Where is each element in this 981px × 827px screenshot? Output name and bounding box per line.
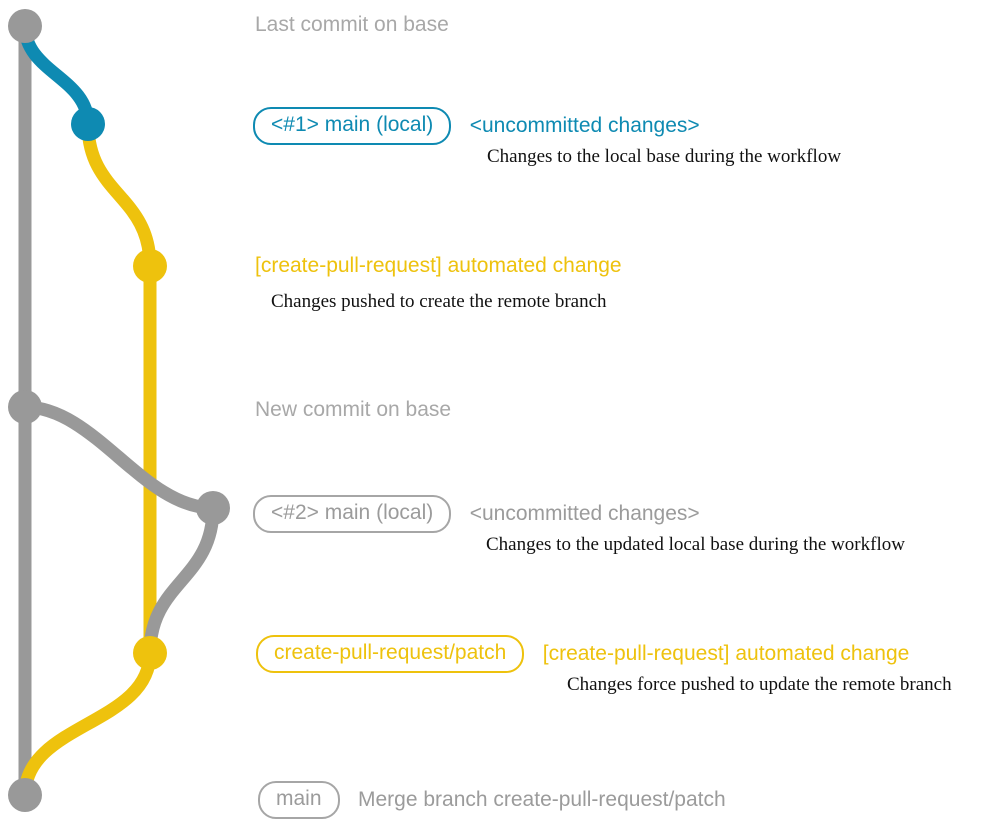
commit-subject-remote-1: [create-pull-request] automated change [255,254,622,277]
commit-subject-base-merge: Merge branch create-pull-request/patch [357,788,726,811]
commit-nodes [8,9,230,812]
commit-note-remote-1: Changes pushed to create the remote bran… [271,291,607,312]
commit-note-local-1: Changes to the local base during the wor… [487,146,842,167]
commit-node-base-merge[interactable] [8,778,42,812]
commit-row-base-last: Last commit on base [255,13,449,37]
commit-node-remote-2[interactable] [133,636,167,670]
edge-remote2-to-merge [18,646,157,802]
commit-row-remote-1: [create-pull-request] automated change [255,254,622,278]
commit-node-local-1[interactable] [71,107,105,141]
commit-subject-remote-2: [create-pull-request] automated change [542,642,910,665]
commit-note-remote-2: Changes force pushed to update the remot… [567,674,952,695]
commit-subject-local-2: <uncommitted changes> [469,502,700,525]
commit-row-local-2: <#2> main (local) <uncommitted changes> [253,495,700,533]
commit-node-base-last[interactable] [8,9,42,43]
commit-row-remote-2: create-pull-request/patch [create-pull-r… [256,635,909,673]
commit-row-base-new: New commit on base [255,398,451,422]
edge-base-to-local1 [18,19,95,131]
commit-row-base-merge: main Merge branch create-pull-request/pa… [258,781,726,819]
ref-badge-local-1[interactable]: <#1> main (local) [253,107,452,145]
ref-badge-local-2[interactable]: <#2> main (local) [253,495,452,533]
commit-node-local-2[interactable] [196,491,230,525]
edge-local2-to-remote2 [143,501,220,660]
commit-subject-base-last: Last commit on base [255,13,449,36]
commit-node-remote-1[interactable] [133,249,167,283]
commit-note-local-2: Changes to the updated local base during… [486,534,905,555]
commit-subject-local-1: <uncommitted changes> [469,114,700,137]
edge-local1-to-remote1 [81,117,157,273]
edge-basenew-to-local2 [18,400,220,515]
commit-subject-base-new: New commit on base [255,398,452,421]
ref-badge-merge[interactable]: main [258,781,340,819]
commit-row-local-1: <#1> main (local) <uncommitted changes> [253,107,700,145]
commit-node-base-new[interactable] [8,390,42,424]
ref-badge-remote-2[interactable]: create-pull-request/patch [256,635,525,673]
